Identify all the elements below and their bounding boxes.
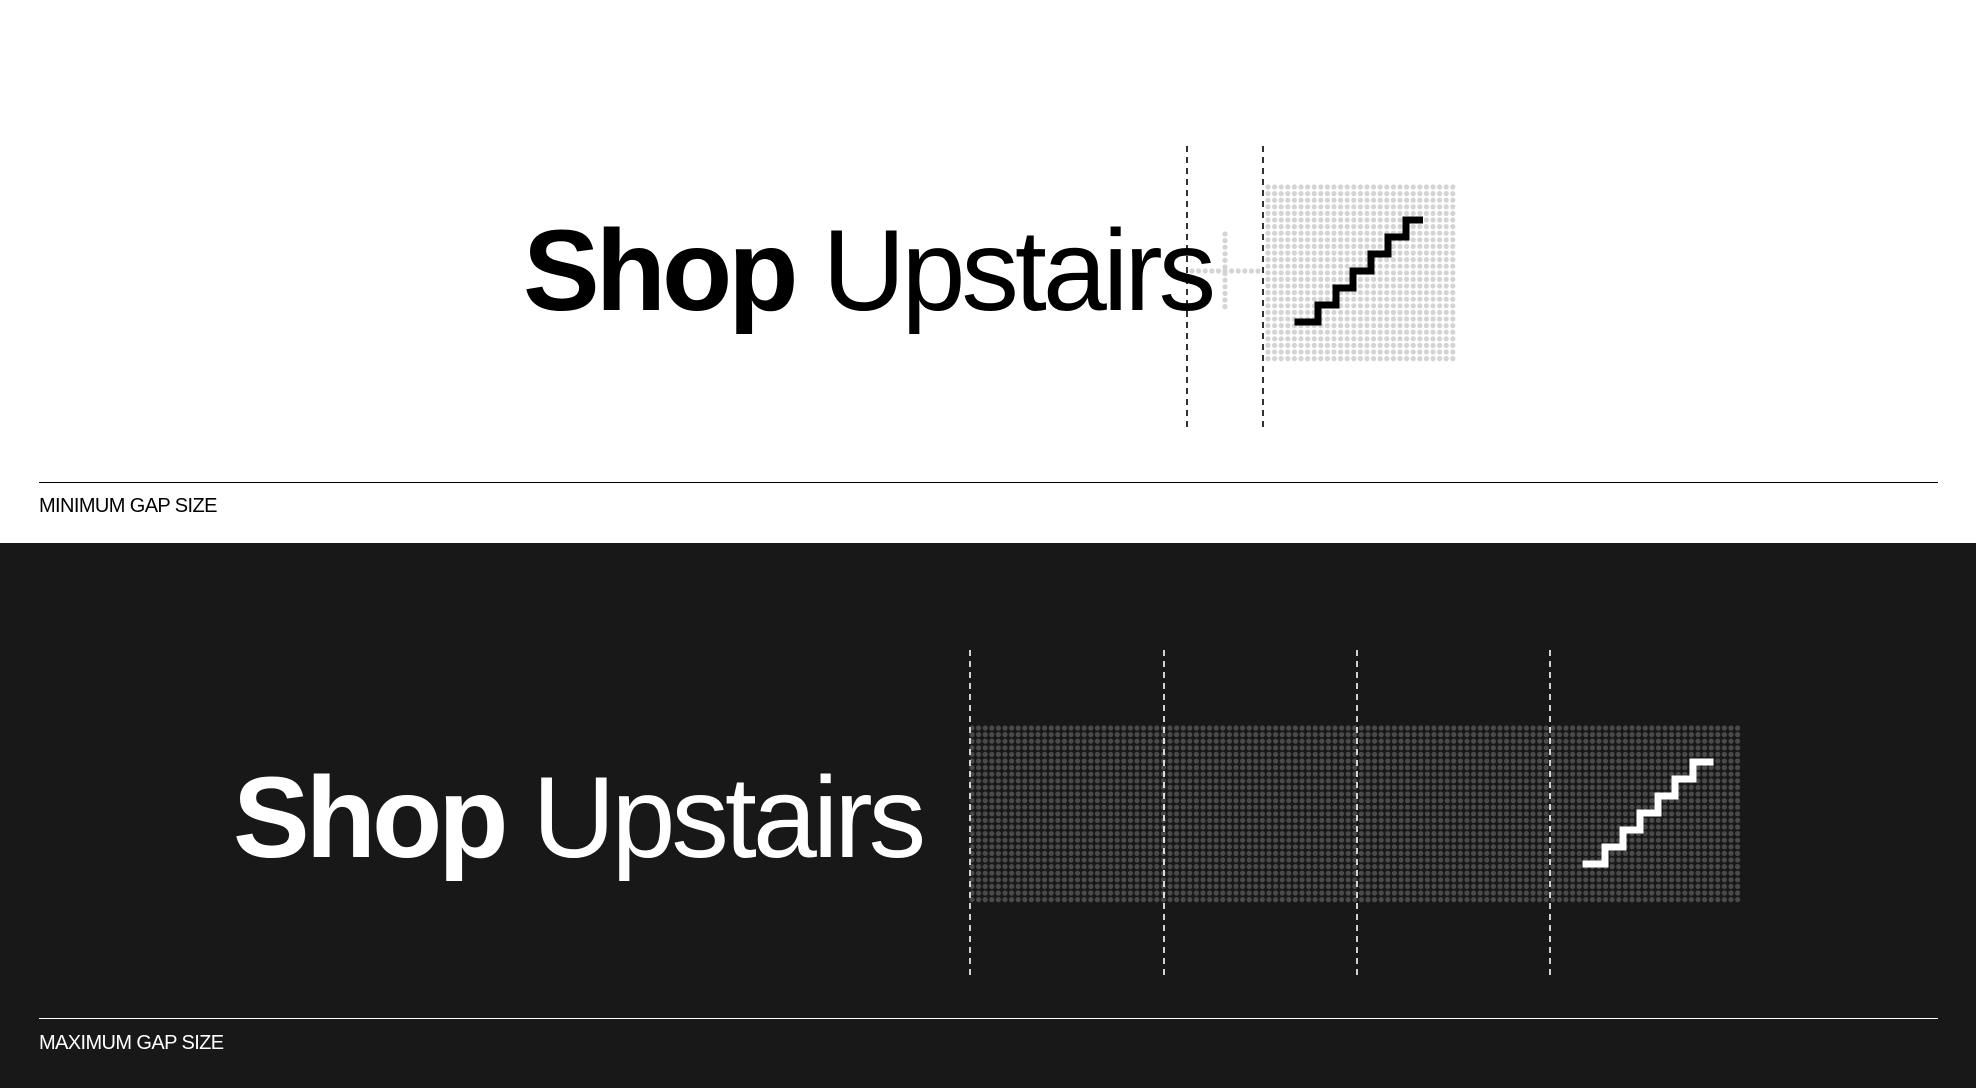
minimum-gap-panel: Shop Upstairs MINIMUM GAP SIZE	[0, 0, 1976, 543]
divider	[39, 1018, 1938, 1019]
staircase-icon	[1582, 758, 1714, 868]
divider	[39, 482, 1938, 483]
wordmark: Shop Upstairs	[233, 753, 926, 883]
wordmark-bold: Shop	[233, 754, 508, 882]
wordmark-regular: Upstairs	[822, 207, 1216, 335]
wordmark: Shop Upstairs	[523, 206, 1216, 336]
minimum-gap-diagram	[1186, 146, 1456, 430]
gap-spacer-dots	[1189, 231, 1261, 310]
staircase-icon	[1294, 216, 1423, 326]
wordmark-bold: Shop	[523, 207, 798, 335]
maximum-gap-diagram	[969, 650, 1741, 978]
section-caption: MAXIMUM GAP SIZE	[39, 1032, 224, 1054]
dot-grid	[969, 725, 1741, 903]
maximum-gap-panel: Shop Upstairs MAXIMUM GAP SIZE	[0, 543, 1976, 1088]
section-caption: MINIMUM GAP SIZE	[39, 495, 217, 517]
wordmark-regular: Upstairs	[532, 754, 926, 882]
